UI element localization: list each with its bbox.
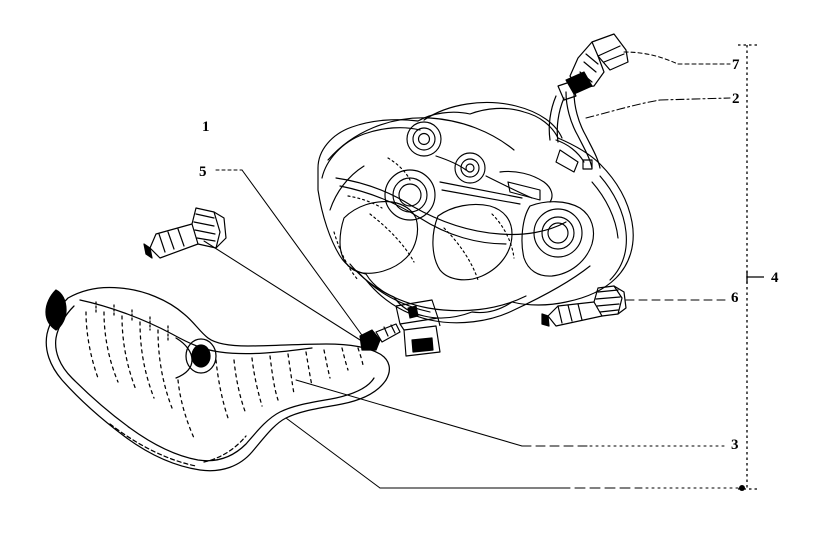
mounting-bolt-left <box>143 207 227 259</box>
leader-line-5 <box>215 169 365 339</box>
leader-line-1 <box>203 240 369 346</box>
leader-line-assembly-bottom <box>285 417 745 491</box>
lower-mounting-tab <box>395 299 441 357</box>
callout-label-3: 3 <box>731 437 739 453</box>
leader-line-2 <box>585 97 731 119</box>
callout-label-2: 2 <box>732 91 740 107</box>
wire-harness <box>548 91 601 169</box>
callout-label-6: 6 <box>731 290 739 306</box>
headlight-fairing-assembly <box>317 101 634 324</box>
leader-line-3 <box>295 379 727 447</box>
seat-saddle <box>45 286 390 472</box>
mounting-bolt-right <box>541 285 627 327</box>
callout-label-7: 7 <box>732 57 740 73</box>
callout-label-1: 1 <box>202 119 210 135</box>
callout-label-4: 4 <box>771 270 779 286</box>
wiring-connector-plug <box>557 33 629 101</box>
callout-label-5: 5 <box>199 164 207 180</box>
leader-line-7 <box>623 51 731 65</box>
assembly-bracket <box>738 44 764 490</box>
mounting-bolt-center <box>359 323 401 351</box>
